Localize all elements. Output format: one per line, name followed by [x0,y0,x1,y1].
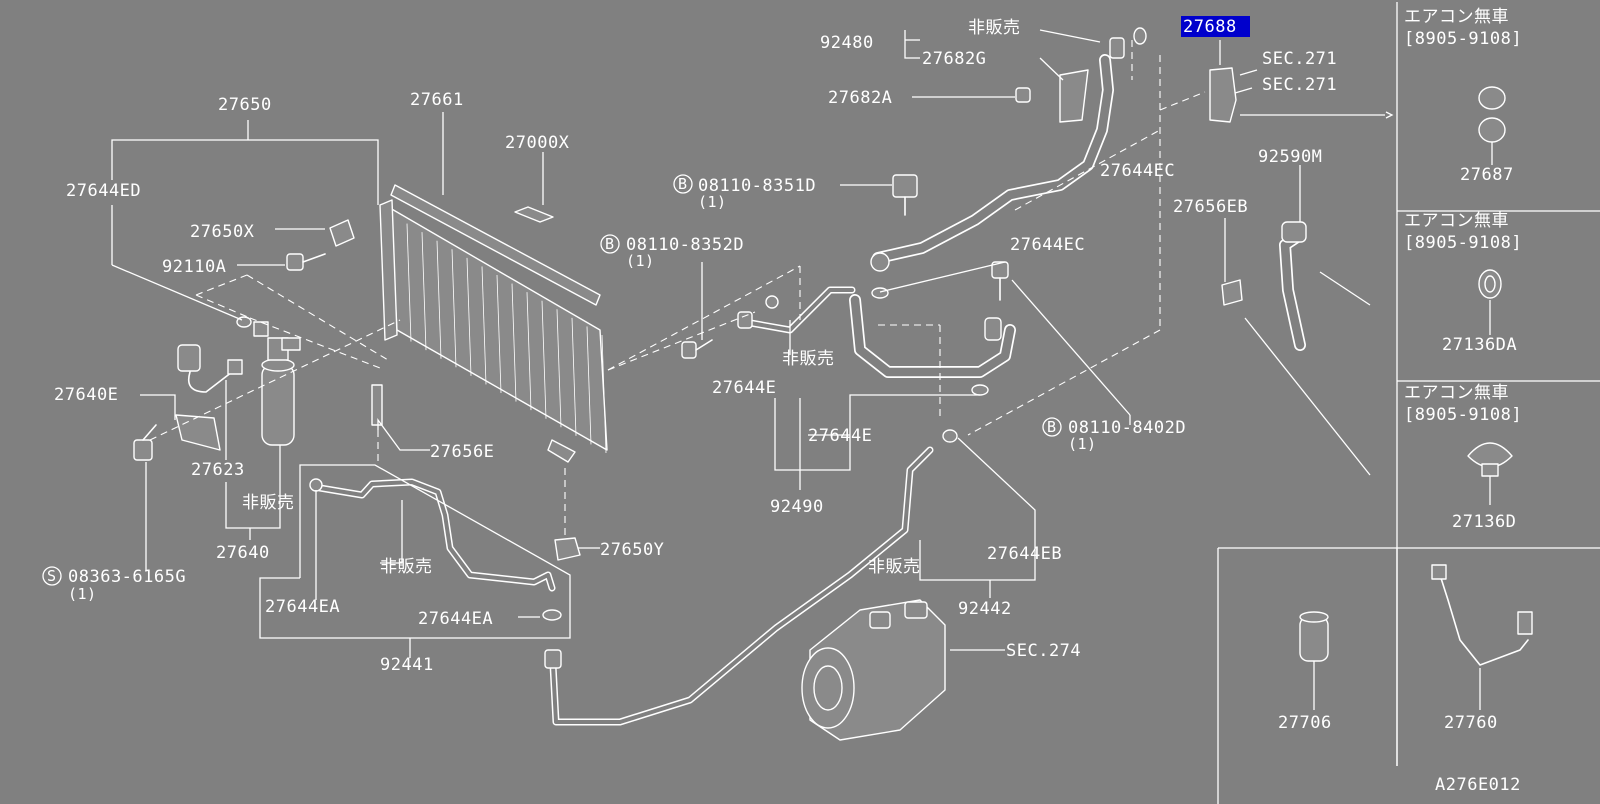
leader-lines [111,29,1493,710]
bolt-mark-icon-8402 [1042,417,1062,437]
label-27682g: 27682G [922,49,986,69]
label-27136da: 27136DA [1442,335,1517,355]
label-27644eb: 27644EB [987,544,1062,564]
box2-title: エアコン無車 [1404,211,1509,231]
condenser-fin [436,240,442,359]
label-08363-qty: (1) [68,585,97,603]
label-08110-8352d-qty: (1) [626,252,655,270]
bolt-mark-8402: B [1047,418,1057,436]
label-not-for-sale-2: 非販売 [380,557,433,577]
label-not-for-sale-1: 非販売 [242,493,295,513]
receiver-drier [133,219,581,561]
condenser-fin [511,283,517,402]
label-sec-274: SEC.274 [1006,641,1081,661]
bolt-mark-8351: B [678,175,688,193]
label-27644ea-a: 27644EA [265,597,340,617]
label-92442: 92442 [958,599,1012,619]
box2-range: [8905-9108] [1404,233,1522,253]
box1-range: [8905-9108] [1404,29,1522,49]
screw-mark-icon [42,566,62,586]
label-27656e: 27656E [430,442,494,462]
label-08363: 08363-6165G [68,567,186,587]
label-sec-271-b: SEC.271 [1262,75,1337,95]
label-not-for-sale-4: 非販売 [968,18,1021,38]
label-27644ec-b: 27644EC [1010,235,1085,255]
label-92441: 92441 [380,655,434,675]
label-27688: 27688 [1183,17,1237,37]
label-92110a: 92110A [162,257,226,277]
label-08110-8402d: 08110-8402D [1068,418,1186,438]
label-08110-8352d: 08110-8352D [626,235,744,255]
label-08110-8351d-qty: (1) [698,193,727,211]
label-27136d: 27136D [1452,512,1516,532]
label-92590m: 92590M [1258,147,1322,167]
seal-27000x [514,206,554,223]
label-27682a: 27682A [828,88,892,108]
box3-title: エアコン無車 [1404,383,1509,403]
label-08110-8351d: 08110-8351D [698,176,816,196]
condenser-fin [406,223,412,342]
label-27650y: 27650Y [600,540,664,560]
label-27687: 27687 [1460,165,1514,185]
label-not-for-sale-3: 非販売 [782,349,835,369]
diagram-id: A276E012 [1435,775,1521,795]
panel-parts [1299,86,1533,666]
label-27656eb: 27656EB [1173,197,1248,217]
label-27644ec-a: 27644EC [1100,161,1175,181]
bolt-mark-icon-8352 [600,234,620,254]
condenser [379,184,608,463]
label-27760: 27760 [1444,713,1498,733]
label-27650x: 27650X [190,222,255,242]
box1-title: エアコン無車 [1404,7,1509,27]
condenser-fin [466,257,472,376]
condenser-fin [526,292,532,411]
bolt-mark-icon-8351 [673,174,693,194]
condenser-fin [451,249,457,368]
label-27644e-a: 27644E [712,378,776,398]
label-27623: 27623 [191,460,245,480]
condenser-fin [421,232,427,351]
condenser-fin [571,317,577,436]
labels: 27650 27661 27000X 27644ED 27650X 92110A… [42,7,1522,795]
side-panel [1217,2,1600,804]
label-27661: 27661 [410,90,464,110]
box3-range: [8905-9108] [1404,405,1522,425]
label-not-for-sale-5: 非販売 [868,557,921,577]
label-92490: 92490 [770,497,824,517]
label-27640e: 27640E [54,385,118,405]
label-27000x: 27000X [505,133,570,153]
condenser-fin [601,334,607,454]
label-sec-271-a: SEC.271 [1262,49,1337,69]
label-27650: 27650 [218,95,272,115]
label-27706: 27706 [1278,713,1332,733]
label-27640: 27640 [216,543,270,563]
condenser-fin [541,300,547,419]
label-27644ea-b: 27644EA [418,609,493,629]
label-08110-8402d-qty: (1) [1068,435,1097,453]
label-27644e-b: 27644E [808,426,872,446]
compressor [801,599,946,741]
pipes [316,54,1307,726]
condenser-fin [481,266,487,385]
condenser-fin [556,309,562,428]
condenser-fin [586,326,592,445]
bolt-mark-8352: B [605,235,615,253]
condenser-fin [496,274,502,394]
label-27644ed: 27644ED [66,181,141,201]
highlight-27688 [1181,16,1250,37]
label-92480: 92480 [820,33,874,53]
screw-mark: S [47,567,57,585]
